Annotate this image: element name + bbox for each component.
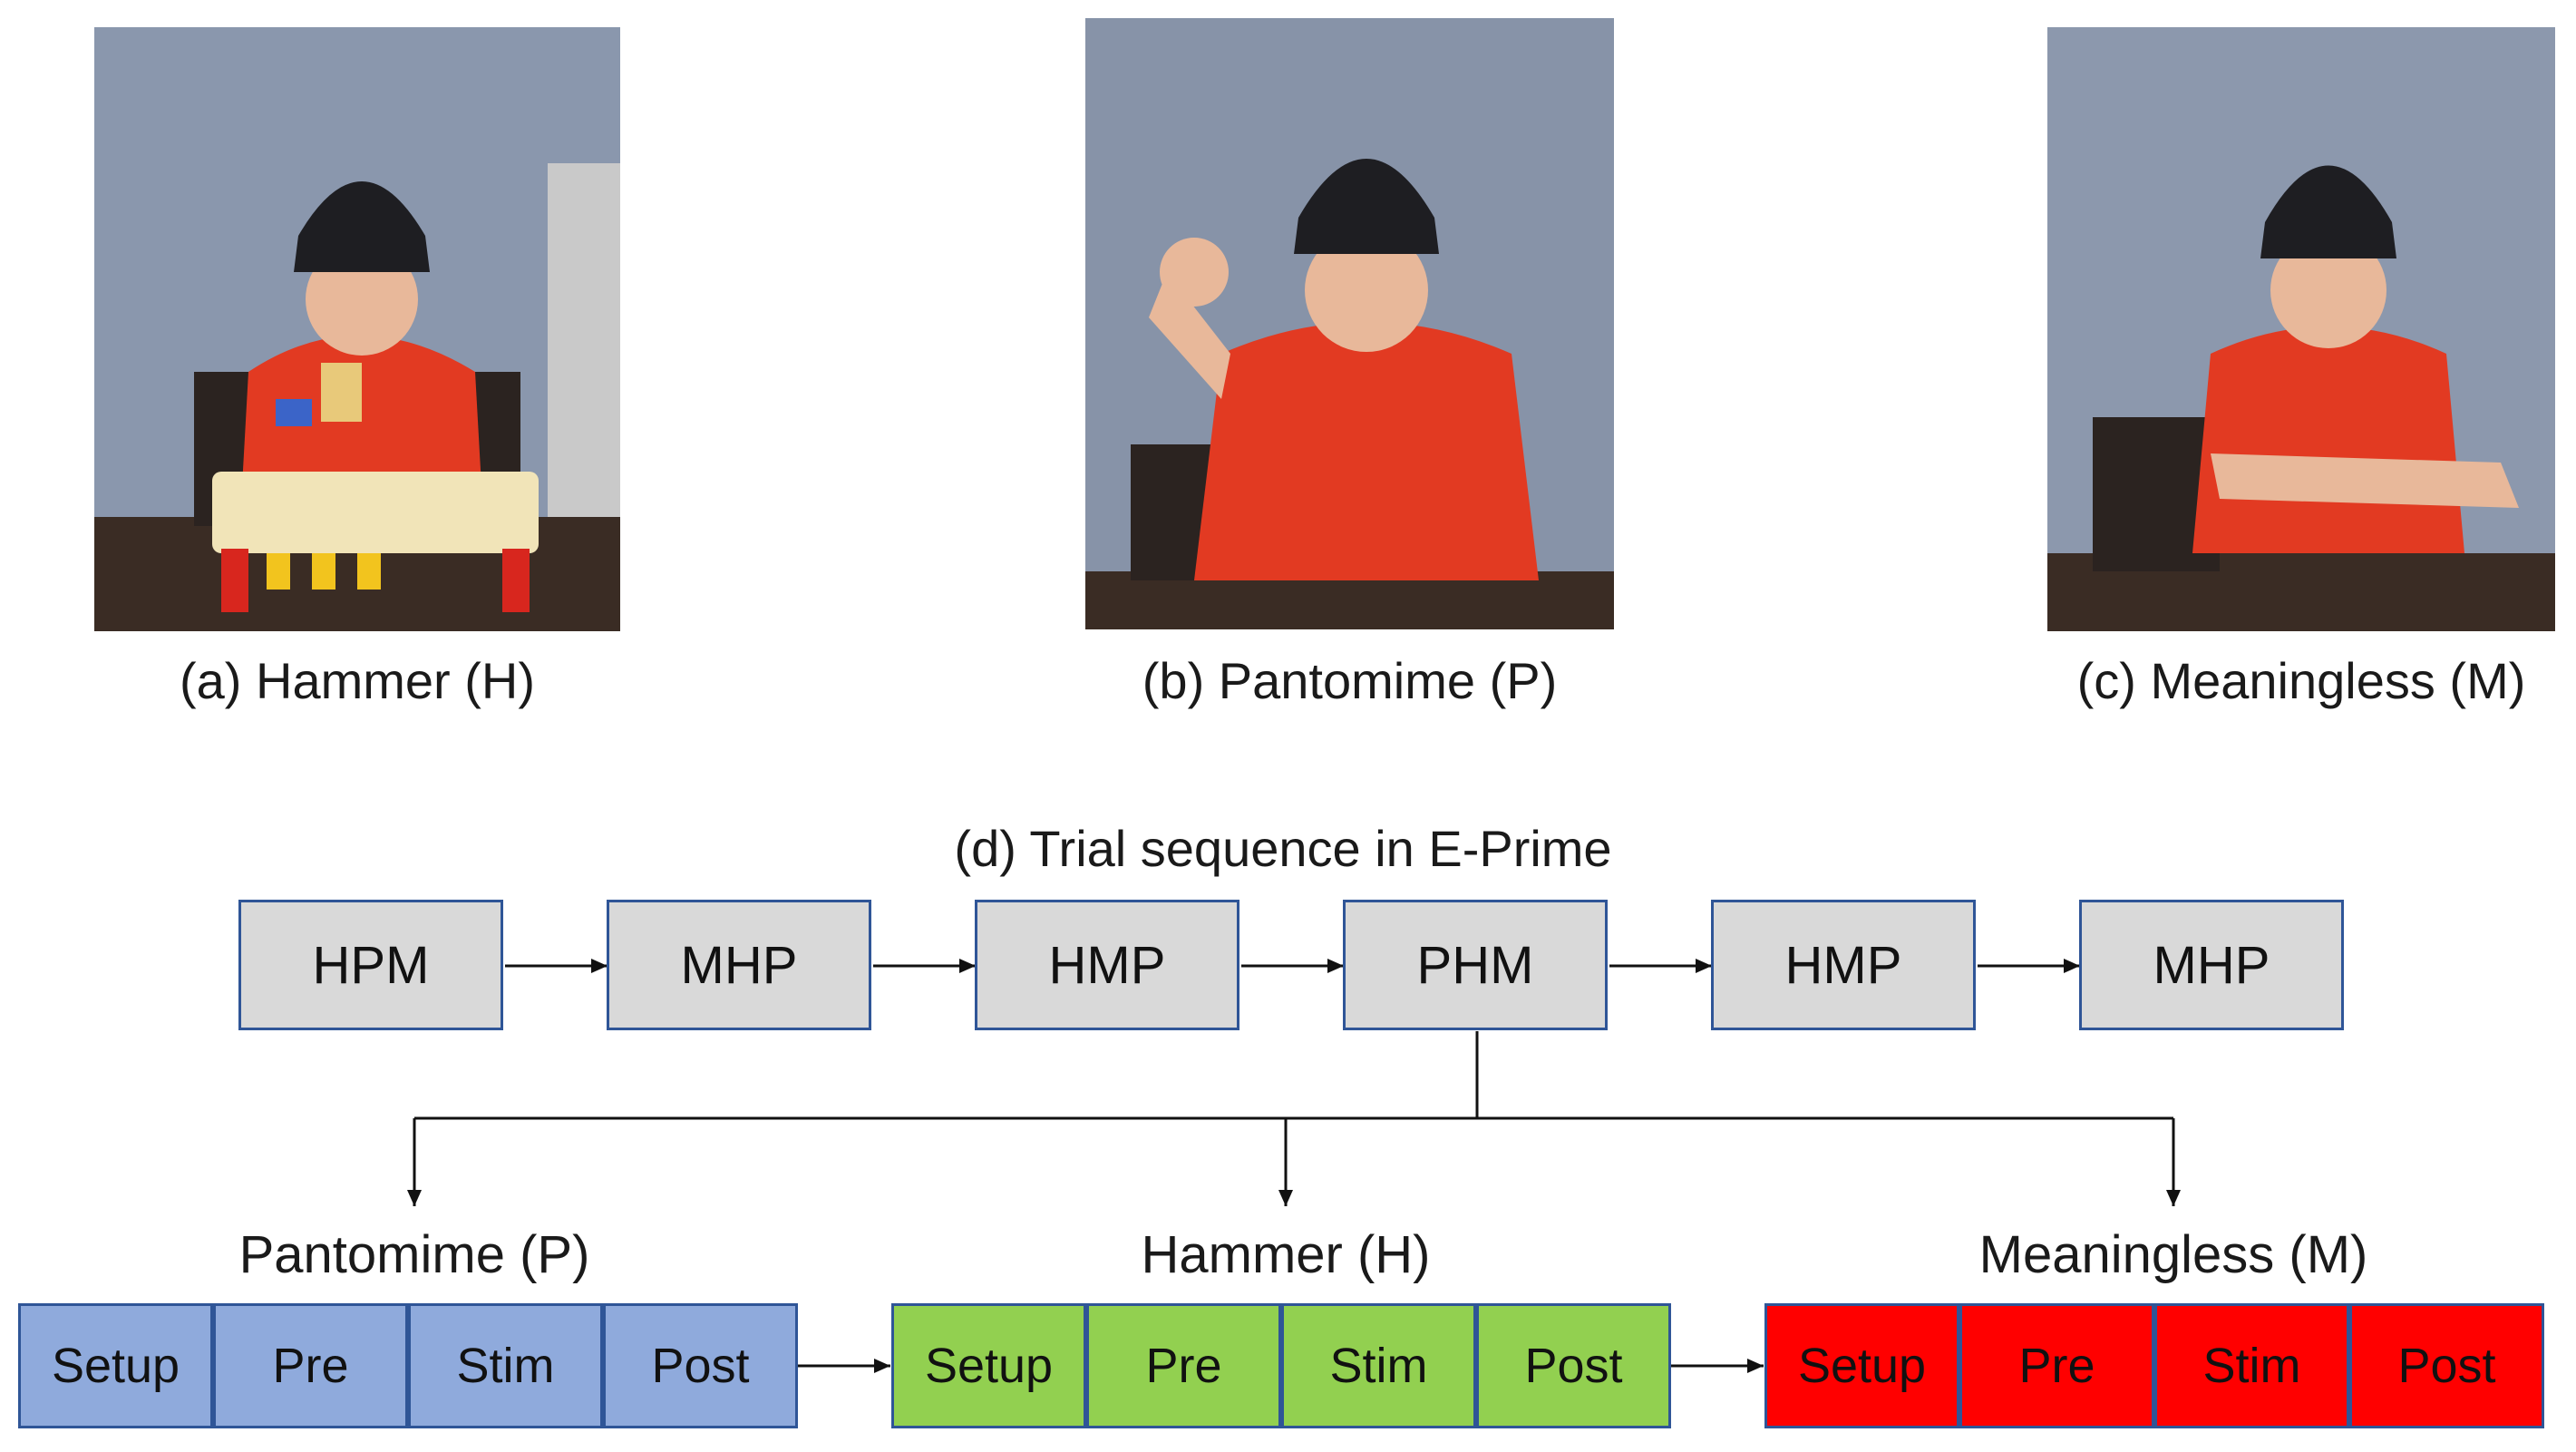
sequence-box: MHP <box>607 900 871 1030</box>
sequence-box: HMP <box>1711 900 1976 1030</box>
phase-step-cell: Stim <box>1281 1303 1476 1428</box>
phase-step-cell: Pre <box>1086 1303 1281 1428</box>
photo-pantomime <box>1085 18 1614 629</box>
photo-meaningless <box>2047 27 2555 631</box>
phase-step-cell: Pre <box>213 1303 408 1428</box>
phase-label: Hammer (H) <box>1141 1225 1431 1284</box>
sequence-box: HPM <box>238 900 503 1030</box>
phase-step-cell: Stim <box>408 1303 603 1428</box>
photo-caption: (c) Meaningless (M) <box>2076 652 2526 709</box>
photo-caption: (b) Pantomime (P) <box>1142 652 1558 709</box>
sequence-box: PHM <box>1343 900 1608 1030</box>
sequence-box: MHP <box>2079 900 2344 1030</box>
photo-hammer <box>94 27 620 631</box>
phase-step-cell: Post <box>1476 1303 1671 1428</box>
phase-step-cell: Setup <box>1764 1303 1959 1428</box>
phase-label: Pantomime (P) <box>238 1225 590 1284</box>
phase-step-cell: Setup <box>891 1303 1086 1428</box>
phase-label: Meaningless (M) <box>1978 1225 2368 1284</box>
sequence-box: HMP <box>975 900 1239 1030</box>
sequence-title: (d) Trial sequence in E-Prime <box>954 820 1612 877</box>
phase-step-cell: Pre <box>1959 1303 2154 1428</box>
phase-step-cell: Stim <box>2154 1303 2349 1428</box>
photo-caption: (a) Hammer (H) <box>180 652 535 709</box>
phase-step-cell: Post <box>2349 1303 2544 1428</box>
phase-step-cell: Setup <box>18 1303 213 1428</box>
phase-step-cell: Post <box>603 1303 798 1428</box>
